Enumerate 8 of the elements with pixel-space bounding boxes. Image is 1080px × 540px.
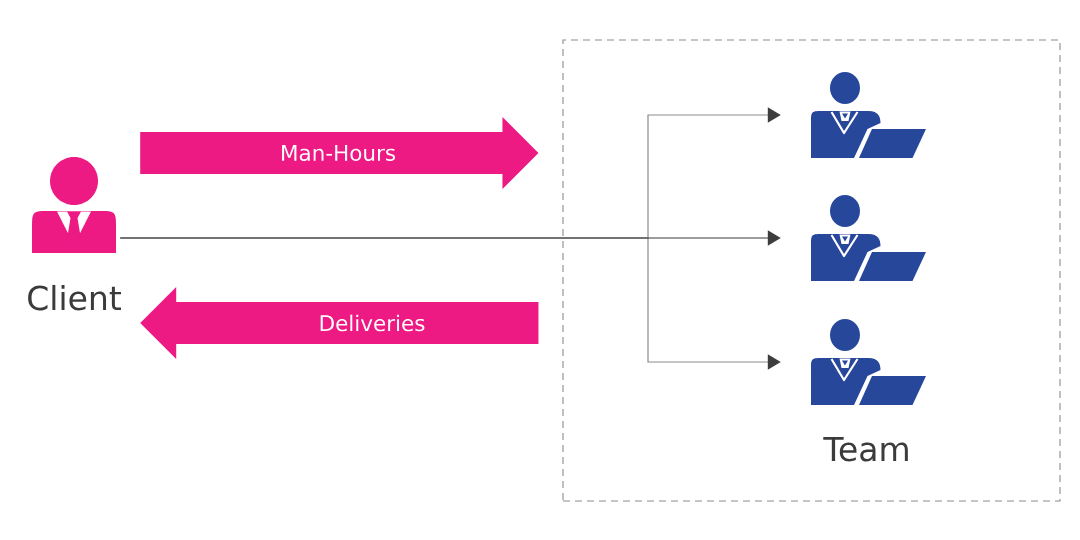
person-laptop-icon <box>811 319 926 405</box>
person-laptop-icon <box>811 195 926 281</box>
node-label: Client <box>28 284 121 311</box>
block-arrow <box>140 117 539 189</box>
dashed-box: Team <box>562 39 1061 502</box>
person-laptop-icon <box>811 72 926 158</box>
edge-label: Deliveries <box>317 313 427 333</box>
arrow <box>119 230 781 246</box>
